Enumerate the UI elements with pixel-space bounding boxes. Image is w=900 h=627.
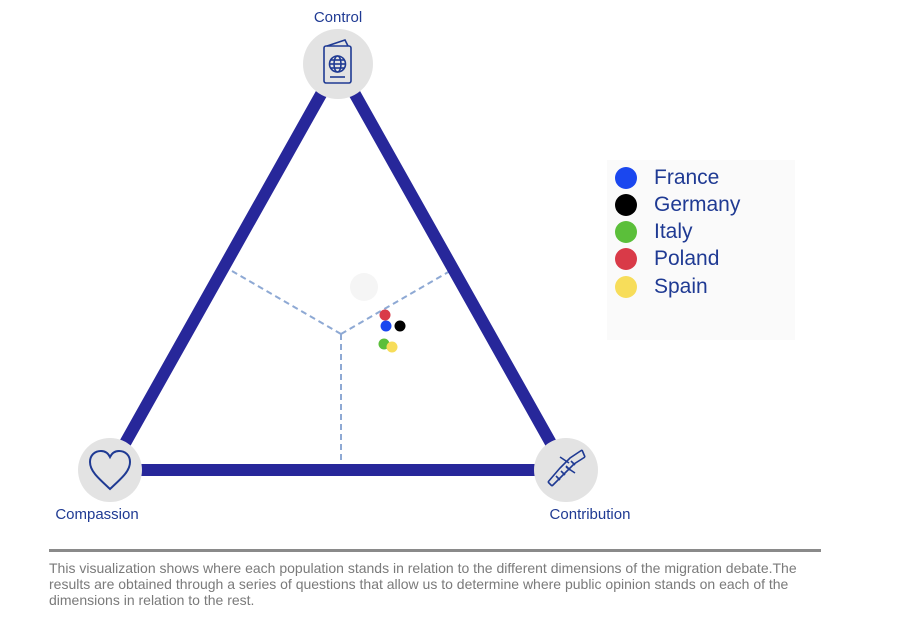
legend-label-france: France bbox=[654, 166, 720, 189]
center-mark bbox=[350, 273, 378, 301]
legend-item-italy: Italy bbox=[615, 219, 693, 245]
legend-item-germany: Germany bbox=[615, 192, 740, 218]
legend-item-spain: Spain bbox=[615, 274, 708, 300]
legend-label-spain: Spain bbox=[654, 275, 708, 298]
caption-text: This visualization shows where each popu… bbox=[49, 560, 797, 608]
legend-label-italy: Italy bbox=[654, 220, 693, 243]
region-dividers bbox=[231, 270, 451, 470]
control-vertex: Control bbox=[303, 9, 373, 99]
legend-item-poland: Poland bbox=[615, 246, 719, 272]
legend: France Germany Italy Poland Spain bbox=[607, 160, 795, 340]
caption-divider bbox=[49, 549, 821, 552]
legend-dot-poland bbox=[615, 248, 637, 270]
point-france bbox=[380, 320, 392, 332]
point-poland bbox=[379, 309, 391, 321]
legend-dot-spain bbox=[615, 276, 637, 298]
legend-item-france: France bbox=[615, 165, 719, 191]
point-spain bbox=[386, 341, 398, 353]
triangle-outline bbox=[99, 51, 577, 476]
country-points bbox=[378, 309, 406, 353]
handshake-icon bbox=[547, 449, 586, 487]
contribution-label: Contribution bbox=[550, 506, 631, 523]
compassion-icon-circle bbox=[78, 438, 142, 502]
legend-label-germany: Germany bbox=[654, 193, 741, 216]
legend-dot-germany bbox=[615, 194, 637, 216]
legend-label-poland: Poland bbox=[654, 247, 720, 270]
point-germany bbox=[394, 320, 406, 332]
contribution-icon-circle bbox=[534, 438, 598, 502]
legend-dot-italy bbox=[615, 221, 637, 243]
legend-dot-france bbox=[615, 167, 637, 189]
divider-left bbox=[231, 270, 342, 335]
divider-right bbox=[340, 270, 451, 335]
heart-icon bbox=[88, 449, 132, 491]
compassion-label: Compassion bbox=[55, 506, 138, 523]
control-label: Control bbox=[314, 9, 362, 26]
contribution-vertex: Contribution bbox=[534, 438, 630, 523]
passport-icon bbox=[323, 39, 352, 84]
compassion-vertex: Compassion bbox=[55, 438, 142, 523]
